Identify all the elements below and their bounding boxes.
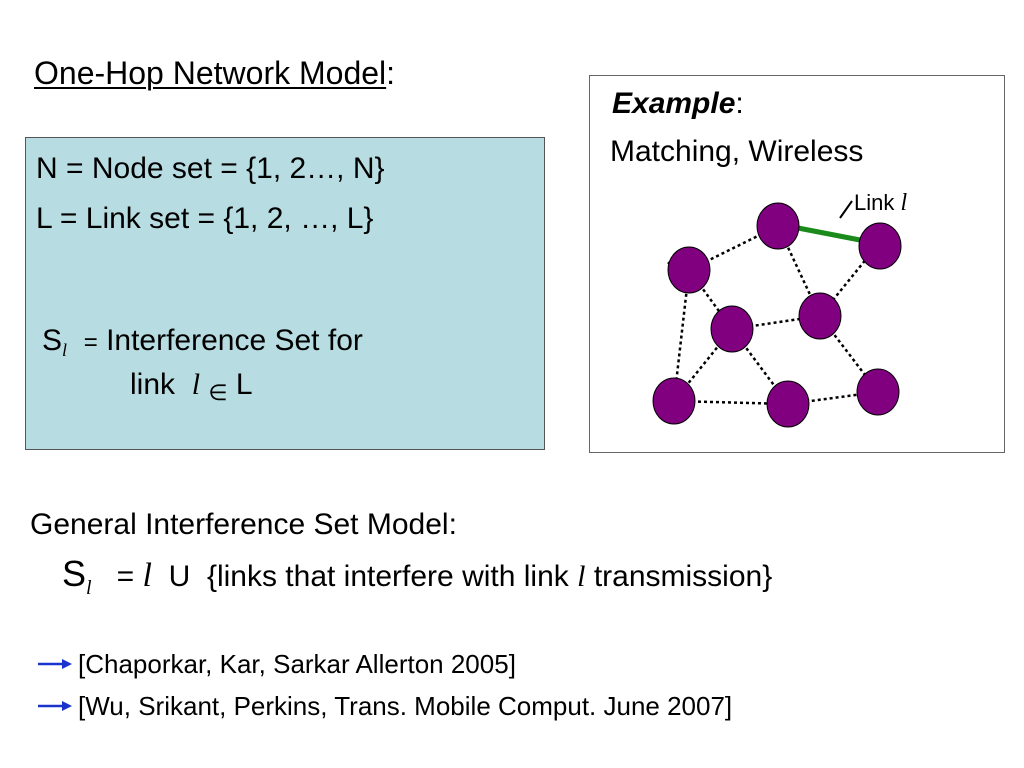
- dotted-link: [776, 225, 822, 317]
- link-label-variable: l: [900, 190, 908, 216]
- network-node: [858, 222, 902, 270]
- link-set-symbol: L: [235, 368, 253, 401]
- formula-S: S: [62, 553, 87, 594]
- formula-equals: =: [116, 560, 135, 593]
- interference-equals: =: [83, 329, 98, 356]
- interference-set-definition-line2: link l ∈ L: [130, 368, 253, 405]
- general-model-heading: General Interference Set Model:: [30, 508, 457, 541]
- formula-subscript: l: [86, 577, 92, 599]
- arrow-right-icon: [38, 701, 72, 711]
- example-heading-colon: :: [735, 87, 744, 120]
- node-set-definition: N = Node set = {1, 2…, N}: [36, 152, 385, 185]
- active-link-l: [797, 225, 861, 243]
- element-of-symbol: ∈: [208, 380, 228, 405]
- example-box: Example: Matching, Wireless Link l: [589, 75, 1005, 453]
- interference-subscript: l: [62, 340, 68, 360]
- link-word: link: [130, 368, 176, 401]
- network-node: [756, 202, 800, 250]
- network-node: [667, 246, 711, 294]
- formula-set-variable: l: [577, 560, 586, 593]
- reference-2: [Wu, Srikant, Perkins, Trans. Mobile Com…: [38, 690, 732, 722]
- interference-text: Interference Set for: [106, 324, 363, 357]
- link-label-text: Link: [854, 190, 895, 215]
- dotted-link: [688, 224, 779, 272]
- example-heading: Example:: [612, 86, 744, 122]
- network-node: [710, 305, 754, 353]
- reference-2-text: [Wu, Srikant, Perkins, Trans. Mobile Com…: [78, 691, 733, 721]
- formula-union: U: [168, 560, 191, 593]
- definitions-box: N = Node set = {1, 2…, N} L = Link set =…: [25, 137, 545, 450]
- page-title: One-Hop Network Model:: [34, 54, 395, 92]
- example-heading-text: Example: [612, 87, 736, 120]
- network-node: [798, 292, 842, 340]
- example-subtitle: Matching, Wireless: [610, 135, 864, 168]
- link-label: Link l: [854, 190, 907, 216]
- page-title-text: One-Hop Network Model: [34, 55, 387, 91]
- network-node: [766, 380, 810, 428]
- link-label-pointer: [839, 200, 853, 219]
- link-variable: l: [191, 368, 201, 401]
- network-node: [856, 368, 900, 416]
- network-node: [652, 377, 696, 425]
- reference-1: [Chaporkar, Kar, Sarkar Allerton 2005]: [38, 648, 516, 680]
- page-title-colon: :: [386, 55, 396, 91]
- interference-set-definition: Sl = Interference Set for: [42, 324, 363, 361]
- general-model-formula: Sl = l U {links that interfere with link…: [62, 553, 772, 601]
- interference-symbol: S: [42, 324, 63, 357]
- link-set-definition: L = Link set = {1, 2, …, L}: [36, 202, 374, 235]
- reference-1-text: [Chaporkar, Kar, Sarkar Allerton 2005]: [78, 649, 516, 679]
- formula-set-end: transmission}: [593, 560, 773, 593]
- arrow-right-icon: [38, 659, 72, 669]
- formula-set-text: {links that interfere with link: [206, 560, 569, 593]
- network-diagram: [652, 200, 902, 428]
- formula-l: l: [142, 557, 152, 594]
